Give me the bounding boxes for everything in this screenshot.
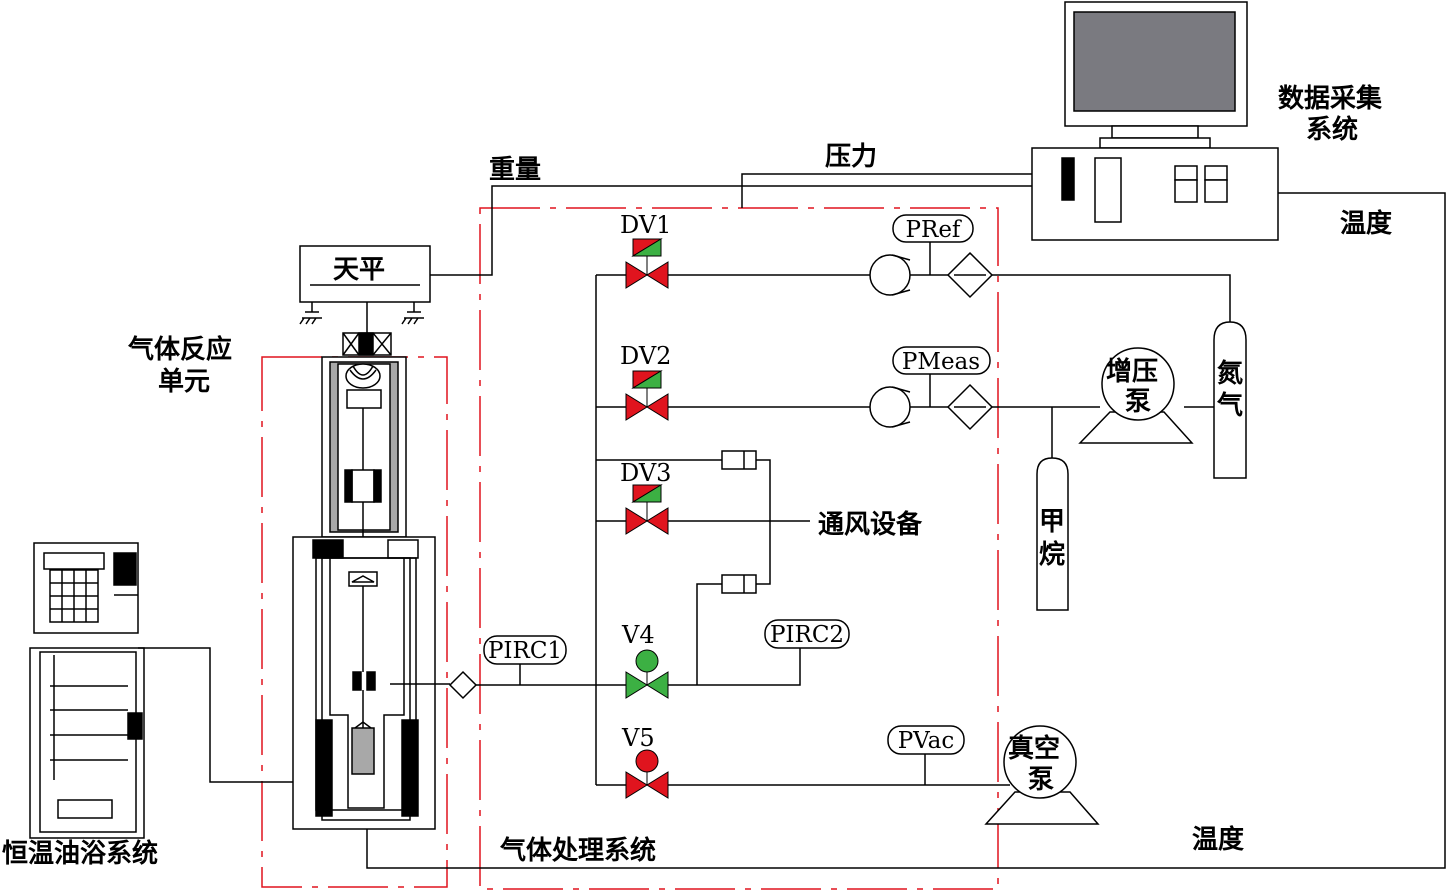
reactor (292, 332, 450, 830)
nitrogen-label-line2: 气 (1216, 390, 1243, 421)
balance-label: 天平 (333, 255, 385, 285)
booster-pump (1078, 347, 1194, 444)
valve-dv3 (625, 484, 669, 535)
gas-piping (476, 242, 1231, 786)
pirc2-label: PIRC2 (770, 622, 844, 648)
methane-label-line1: 甲 (1039, 507, 1065, 537)
instrument-tag-pref: PRef (892, 214, 974, 243)
gas-system-label: 气体处理系统 (499, 835, 656, 866)
balance (299, 245, 431, 333)
sample-container (351, 727, 375, 775)
check-valve-lower (721, 574, 757, 594)
outlet-filter (448, 670, 478, 700)
instrument-tag-pirc1: PIRC1 (483, 635, 567, 665)
valve-dv1-label: DV1 (620, 211, 671, 239)
weight-label: 重量 (489, 155, 541, 185)
temperature-label-bottom: 温度 (1192, 824, 1244, 855)
valve-dv1 (625, 238, 669, 289)
pref-sensor-symbols (869, 251, 994, 299)
valve-dv2-label: DV2 (620, 342, 671, 370)
instrument-tag-pirc2: PIRC2 (764, 619, 850, 649)
pirc1-label: PIRC1 (488, 638, 562, 664)
methane-label-line2: 烷 (1039, 539, 1065, 570)
instrument-tag-pvac: PVac (887, 725, 965, 755)
vacuum-pump (984, 725, 1100, 825)
reactor-label-line2: 单元 (158, 367, 210, 397)
pvac-label: PVac (898, 728, 955, 754)
booster-pump-label-line1: 增压 (1106, 356, 1158, 387)
vent-label: 通风设备 (818, 510, 923, 540)
signal-lines (366, 173, 1446, 869)
methane-cylinder (1036, 457, 1069, 611)
valve-v5-label: V5 (621, 724, 655, 752)
valve-v4 (625, 649, 669, 699)
nitrogen-cylinder (1213, 321, 1247, 479)
instrument-tag-pmeas: PMeas (892, 346, 991, 375)
valve-v5 (625, 749, 669, 799)
pref-label: PRef (906, 217, 962, 243)
booster-pump-label-line2: 泵 (1125, 387, 1151, 417)
valve-dv3-label: DV3 (620, 459, 671, 487)
pmeas-sensor-symbols (869, 383, 994, 431)
vacuum-pump-label-line2: 泵 (1028, 765, 1054, 795)
valve-v4-label: V4 (621, 621, 655, 649)
gas-handling-system-boundary (479, 207, 999, 890)
check-valve-upper (721, 450, 757, 470)
vacuum-pump-label-line1: 真空 (1008, 733, 1060, 764)
pmeas-label: PMeas (902, 349, 980, 375)
valve-dv2 (625, 370, 669, 421)
temperature-label-top: 温度 (1340, 208, 1392, 239)
pressure-label: 压力 (825, 142, 877, 172)
monitor-screen (1073, 11, 1236, 112)
data-acquisition-label-line1: 数据采集 (1278, 83, 1383, 114)
data-acquisition-label-line2: 系统 (1306, 114, 1358, 145)
oil-bath-label: 恒温油浴系统 (2, 838, 158, 869)
nitrogen-label-line1: 氮 (1217, 359, 1243, 389)
oil-bath-unit (29, 542, 293, 839)
data-acquisition-computer (1031, 1, 1279, 241)
reactor-label-line1: 气体反应 (127, 334, 232, 365)
